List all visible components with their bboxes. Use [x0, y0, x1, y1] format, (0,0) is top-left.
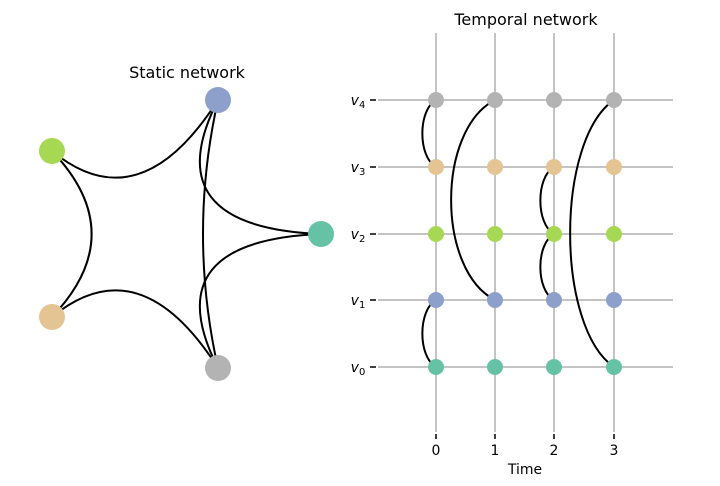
- temporal-edge-t3-v0-v4: [569, 99, 615, 368]
- temporal-node-v1-t1: [487, 292, 503, 308]
- temporal-edge-t2-v2-v3: [539, 166, 555, 235]
- x-tick-label-0: 0: [432, 443, 441, 459]
- temporal-nodes: [428, 92, 622, 375]
- static-edges: [51, 99, 322, 369]
- temporal-node-v2-t1: [487, 226, 503, 242]
- temporal-node-v2-t3: [606, 226, 622, 242]
- static-edge-v1-v0: [198, 99, 322, 235]
- static-edge-v1-v2: [51, 99, 219, 179]
- static-edge-v2-v3: [51, 150, 93, 318]
- temporal-node-v0-t1: [487, 359, 503, 375]
- temporal-node-v1-t0: [428, 292, 444, 308]
- temporal-node-v1-t2: [546, 292, 562, 308]
- temporal-node-v3-t2: [546, 159, 562, 175]
- temporal-node-v3-t3: [606, 159, 622, 175]
- temporal-node-v4-t2: [546, 92, 562, 108]
- temporal-node-v1-t3: [606, 292, 622, 308]
- temporal-node-v4-t1: [487, 92, 503, 108]
- temporal-edge-t0-v3-v4: [421, 99, 437, 168]
- temporal-network-title: Temporal network: [453, 10, 598, 29]
- static-edge-v1-v4: [202, 99, 219, 369]
- temporal-node-v3-t1: [487, 159, 503, 175]
- static-edge-v3-v4: [51, 289, 219, 369]
- static-node-v2: [39, 138, 65, 164]
- temporal-x-axis-label: Time: [507, 462, 542, 478]
- y-tick-label-v4: v4: [351, 93, 366, 111]
- temporal-node-v4-t0: [428, 92, 444, 108]
- static-nodes: [39, 87, 334, 381]
- static-node-v4: [205, 355, 231, 381]
- static-network-title: Static network: [129, 63, 246, 82]
- temporal-x-tick-labels: 0 1 2 3: [432, 443, 619, 459]
- static-edge-v4-v0: [198, 233, 322, 369]
- y-tick-label-v1: v1: [351, 293, 366, 311]
- temporal-edge-t1-v1-v4: [450, 99, 496, 301]
- y-tick-label-v2: v2: [351, 227, 366, 245]
- x-tick-label-2: 2: [550, 443, 559, 459]
- x-tick-label-1: 1: [491, 443, 500, 459]
- temporal-y-tick-labels: v0 v1 v2 v3 v4: [351, 93, 366, 378]
- temporal-edge-t0-v0-v1: [421, 299, 437, 368]
- temporal-node-v2-t0: [428, 226, 444, 242]
- static-node-v0: [308, 221, 334, 247]
- static-node-v3: [39, 304, 65, 330]
- static-node-v1: [205, 87, 231, 113]
- temporal-edge-t2-v1-v2: [539, 233, 555, 301]
- temporal-node-v3-t0: [428, 159, 444, 175]
- y-tick-label-v0: v0: [351, 360, 366, 378]
- temporal-node-v0-t0: [428, 359, 444, 375]
- temporal-node-v0-t3: [606, 359, 622, 375]
- temporal-node-v0-t2: [546, 359, 562, 375]
- temporal-node-v2-t2: [546, 226, 562, 242]
- temporal-node-v4-t3: [606, 92, 622, 108]
- temporal-grid: [370, 33, 673, 439]
- y-tick-label-v3: v3: [351, 160, 366, 178]
- x-tick-label-3: 3: [610, 443, 619, 459]
